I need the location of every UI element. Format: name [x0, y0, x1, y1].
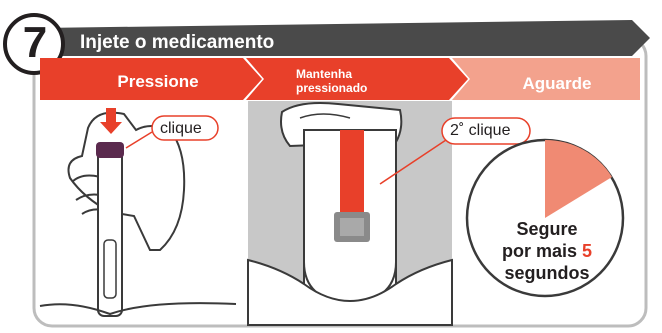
step-title: Injete o medicamento: [80, 32, 275, 53]
stage-ribbon-hold: [246, 58, 468, 100]
wait-line2: por mais 5: [482, 240, 612, 262]
click-callout-pointer: [125, 131, 153, 149]
second-click-callout-pointer: [379, 139, 447, 185]
stage-label-hold-line1: Mantenha: [296, 67, 353, 81]
stage-label-press: Pressione: [117, 72, 199, 91]
thumb-nail: [299, 113, 351, 119]
panel-press: [39, 108, 237, 317]
stage-ribbon-wait: [452, 58, 640, 100]
skin-area: [247, 258, 453, 326]
wait-seconds: 5: [582, 241, 593, 261]
skin-line: [39, 302, 237, 316]
step-number: 7: [22, 18, 48, 67]
wait-line2-prefix: por mais: [501, 241, 577, 261]
panel-wait: [465, 138, 625, 298]
first-click-label: clique: [160, 120, 202, 137]
stage-label-hold: Mantenha pressionado: [296, 67, 396, 95]
second-click-callout-bubble: [441, 117, 531, 145]
stage-label-wait: Aguarde: [522, 74, 592, 93]
click-callout-bubble: [151, 115, 219, 141]
pen-cartridge-inner: [340, 218, 364, 236]
wait-line3: segundos: [504, 263, 590, 283]
pen-cap: [96, 142, 124, 158]
wait-line1: Segure: [516, 219, 578, 239]
timer-wedge: [545, 139, 612, 218]
panel-hold: [247, 101, 531, 326]
press-down-arrow-icon: [100, 108, 122, 134]
pen-window: [103, 239, 117, 299]
stage-ribbon-press: [40, 58, 262, 100]
header-banner: [40, 20, 650, 56]
second-click-label: 2˚ clique: [450, 122, 511, 139]
wait-instruction: Segure por mais 5 segundos: [482, 218, 612, 284]
stage-label-hold-line2: pressionado: [296, 81, 368, 95]
pen-plunger: [340, 130, 364, 216]
